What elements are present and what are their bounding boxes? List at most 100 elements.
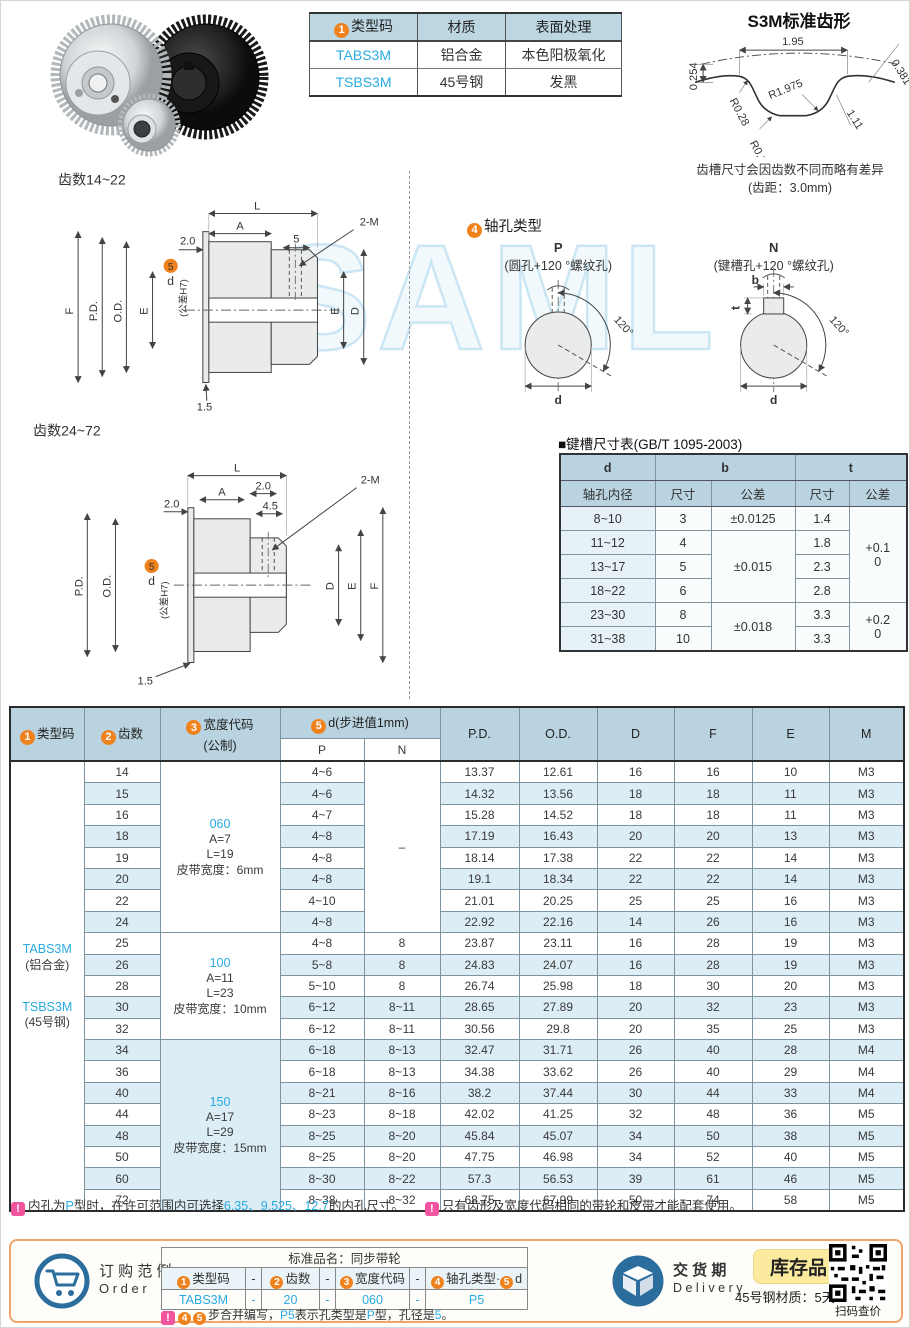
f-cell: 35 (673, 1017, 753, 1041)
width-code-line: L=29 (206, 1125, 234, 1140)
od-cell: 24.07 (518, 953, 598, 976)
od-cell: 33.62 (518, 1060, 598, 1083)
teeth-cell: 44 (83, 1103, 161, 1126)
tooth-profile-title: S3M标准齿形 (747, 12, 851, 31)
dim-label: d (770, 393, 777, 407)
n-range-cell: 8~11 (363, 1017, 441, 1041)
warning-icon: ! (424, 1202, 439, 1216)
badge-5-icon (163, 258, 178, 273)
badge-3-icon: 3 (186, 720, 202, 736)
od-cell: 14.52 (518, 803, 598, 827)
n-range-cell: 8 (363, 953, 441, 976)
delivery-label-cn: 交 货 期 (673, 1262, 727, 1279)
dim-label: (公差H7) (159, 581, 171, 619)
n-range-cell: 8~16 (363, 1081, 441, 1105)
d-cell: 34 (596, 1146, 675, 1169)
teeth-cell: 15 (83, 782, 161, 805)
keyway-row: 31~38 10 3.3 (559, 626, 907, 652)
p-range-cell: 4~8 (279, 867, 365, 891)
keyway-subheader-row: 轴孔内径 尺寸 公差 尺寸 公差 (559, 480, 908, 507)
width-code-line: A=17 (205, 1109, 235, 1124)
keyway-row: 13~17 5 2.3 (559, 554, 907, 579)
order-dash: - (409, 1267, 426, 1290)
drawing-title: 齿数14~22 (58, 171, 126, 187)
width-code-line: 皮带宽度：6mm (176, 862, 264, 877)
m-cell: M3 (828, 889, 905, 912)
header-E: E (751, 706, 830, 762)
dim-label: 1.5 (138, 676, 153, 688)
pd-cell: 28.65 (439, 996, 520, 1019)
dim-label: O.D. (112, 300, 124, 323)
e-cell: 36 (751, 1103, 830, 1126)
keyway-b-tol: ±0.018 (710, 602, 796, 652)
p-range-cell: 4~7 (279, 803, 365, 827)
spec-code: TABS3M (309, 40, 418, 69)
width-code-line: L=23 (206, 986, 234, 1001)
stock-item-badge: 库存品 (753, 1249, 845, 1284)
od-cell: 20.25 (518, 889, 598, 912)
pulley-section (202, 231, 318, 384)
d-cell: 30 (596, 1081, 675, 1105)
m-cell: M5 (828, 1103, 905, 1126)
dim-label: 1.95 (782, 36, 804, 48)
d-cell: 34 (596, 1124, 675, 1148)
spec-finish: 发黑 (505, 68, 622, 97)
d-cell: 18 (596, 782, 675, 805)
teeth-cell: 24 (83, 910, 161, 934)
keyway-t: 2.8 (794, 578, 850, 603)
dim-label-d: d (167, 274, 174, 288)
dim-label: 120° (611, 314, 635, 339)
keyway-b-tol: ±0.015 (710, 530, 796, 603)
od-cell: 37.44 (518, 1081, 598, 1105)
type-code-cell: TABS3M(铝合金)TSBS3M(45号钢) (9, 760, 85, 1212)
m-cell: M3 (828, 760, 905, 784)
pd-cell: 23.87 (439, 932, 520, 955)
f-cell: 50 (673, 1124, 753, 1148)
m-cell: M3 (828, 846, 905, 869)
spec-material: 45号钢 (417, 68, 506, 97)
od-cell: 17.38 (518, 846, 598, 869)
pd-cell: 15.28 (439, 803, 520, 827)
n-range-cell: 8~18 (363, 1103, 441, 1126)
width-code-line: 060 (209, 816, 231, 831)
teeth-cell: 36 (83, 1060, 161, 1083)
keyway-t-tol: +0.1 0 (848, 506, 908, 603)
keyway-b: 10 (654, 626, 712, 652)
p-range-cell: 5~10 (279, 974, 365, 998)
pd-cell: 42.02 (439, 1103, 520, 1126)
pd-cell: 18.14 (439, 846, 520, 869)
width-code-line: L=19 (206, 847, 234, 862)
od-cell: 31.71 (518, 1039, 598, 1062)
od-cell: 16.43 (518, 825, 598, 848)
n-range-cell: 8~13 (363, 1039, 441, 1062)
n-range-cell: 8~22 (363, 1167, 441, 1190)
width-code-line: 100 (209, 955, 231, 970)
footnotes: !内孔为P型时，在许可范围内可选择6.35、9.525、12.7的内孔尺寸。 !… (11, 1195, 742, 1216)
badge-5-digit: 5 (149, 562, 155, 573)
e-cell: 29 (751, 1060, 830, 1083)
teeth-cell: 32 (83, 1017, 161, 1041)
keyway-table-title: ■键槽尺寸表(GB/T 1095-2003) (558, 437, 743, 452)
n-range-cell: 8~32 (363, 1188, 441, 1212)
header-D: D (596, 706, 675, 762)
p-range-cell: 8~25 (279, 1124, 365, 1148)
d-cell: 20 (596, 825, 675, 848)
keyway-d: 13~17 (559, 554, 656, 579)
p-range-cell: 6~18 (279, 1039, 365, 1062)
product-photo-pulleys (50, 14, 269, 157)
p-range-cell: 4~8 (279, 932, 365, 955)
